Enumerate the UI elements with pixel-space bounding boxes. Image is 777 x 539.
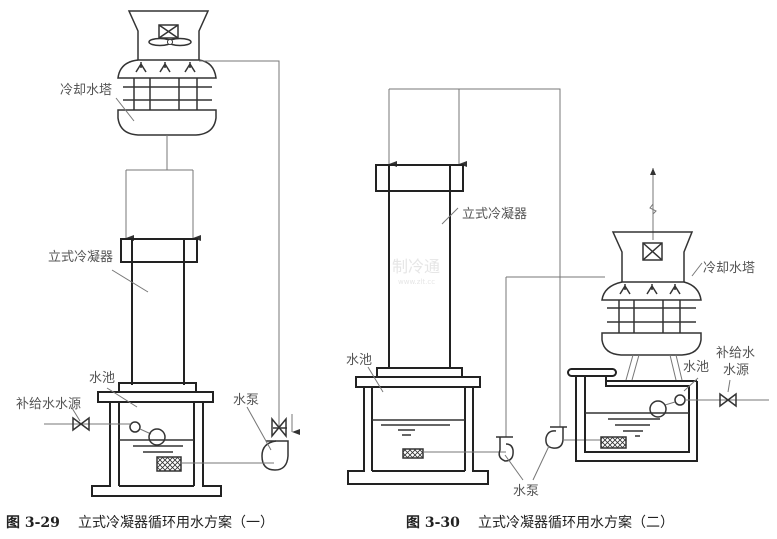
pump-icon [545,427,564,449]
cooling-tower-label: 冷却水塔 [60,83,112,98]
water-pool-right: 水池 补给水 水源 [567,346,769,462]
valve-icon [719,392,737,408]
makeup-water-left: 补给水水源 [16,397,131,432]
pump-icon [498,437,514,462]
cooling-tower-left: 冷却水塔 [60,10,217,136]
vertical-condenser-right: 立式冷凝器 制冷通 www.zlt.cc [375,164,527,368]
valve-icon [72,416,90,432]
pump-label-right: 水泵 [513,484,539,499]
figure-3-30: 立式冷凝器 制冷通 www.zlt.cc 水池 [346,88,769,531]
supply-piping-right [388,88,561,390]
condenser-label: 立式冷凝器 [48,249,113,265]
makeup-water-label-line2: 水源 [723,363,749,378]
strainer-icon [600,436,627,449]
pool-label-right: 水池 [683,360,709,375]
caption-title-right: 立式冷凝器循环用水方案（二） [478,514,674,531]
pool-label: 水池 [89,371,115,386]
water-pump-left: 水泵 [181,393,289,471]
caption-title: 立式冷凝器循环用水方案（一） [78,514,274,531]
makeup-water-label: 补给水水源 [16,397,81,412]
strainer-icon [156,456,182,472]
caption-number: 图 3-29 [6,515,60,531]
watermark-url: www.zlt.cc [398,278,435,286]
sprinkler-icons [619,284,681,295]
strainer-icon [402,448,424,459]
exhaust-arrow-icon [650,168,656,175]
fan-motor-icon [642,242,663,261]
sprinkler-icons [135,62,196,73]
float-valve-icon [674,394,686,406]
supply-piping-left [125,60,300,435]
cooling-tower-right: 冷却水塔 [601,168,755,381]
fan-motor-icon [158,24,179,39]
vertical-condenser-left: 立式冷凝器 [48,238,198,385]
water-pool-left: 水池 [89,371,222,497]
caption-3-29: 图 3-29 立式冷凝器循环用水方案（一） [6,514,274,531]
condenser-label-right: 立式冷凝器 [462,206,527,222]
caption-3-30: 图 3-30 立式冷凝器循环用水方案（二） [406,514,674,531]
water-pumps-right: 水泵 [423,276,605,499]
water-pool-right-left: 水池 [346,353,489,485]
figure-3-29: 冷却水塔 立式冷凝器 [6,10,300,531]
cooling-tower-label-right: 冷却水塔 [703,261,755,276]
pool-label-left: 水池 [346,353,372,368]
caption-number-right: 图 3-30 [406,515,460,531]
pump-label: 水泵 [233,393,259,408]
makeup-water-label-line1: 补给水 [716,346,755,361]
pump-icon [261,440,289,471]
float-valve-icon [129,421,141,433]
watermark-text: 制冷通 [392,257,440,276]
pump-valve-icon [271,416,287,439]
